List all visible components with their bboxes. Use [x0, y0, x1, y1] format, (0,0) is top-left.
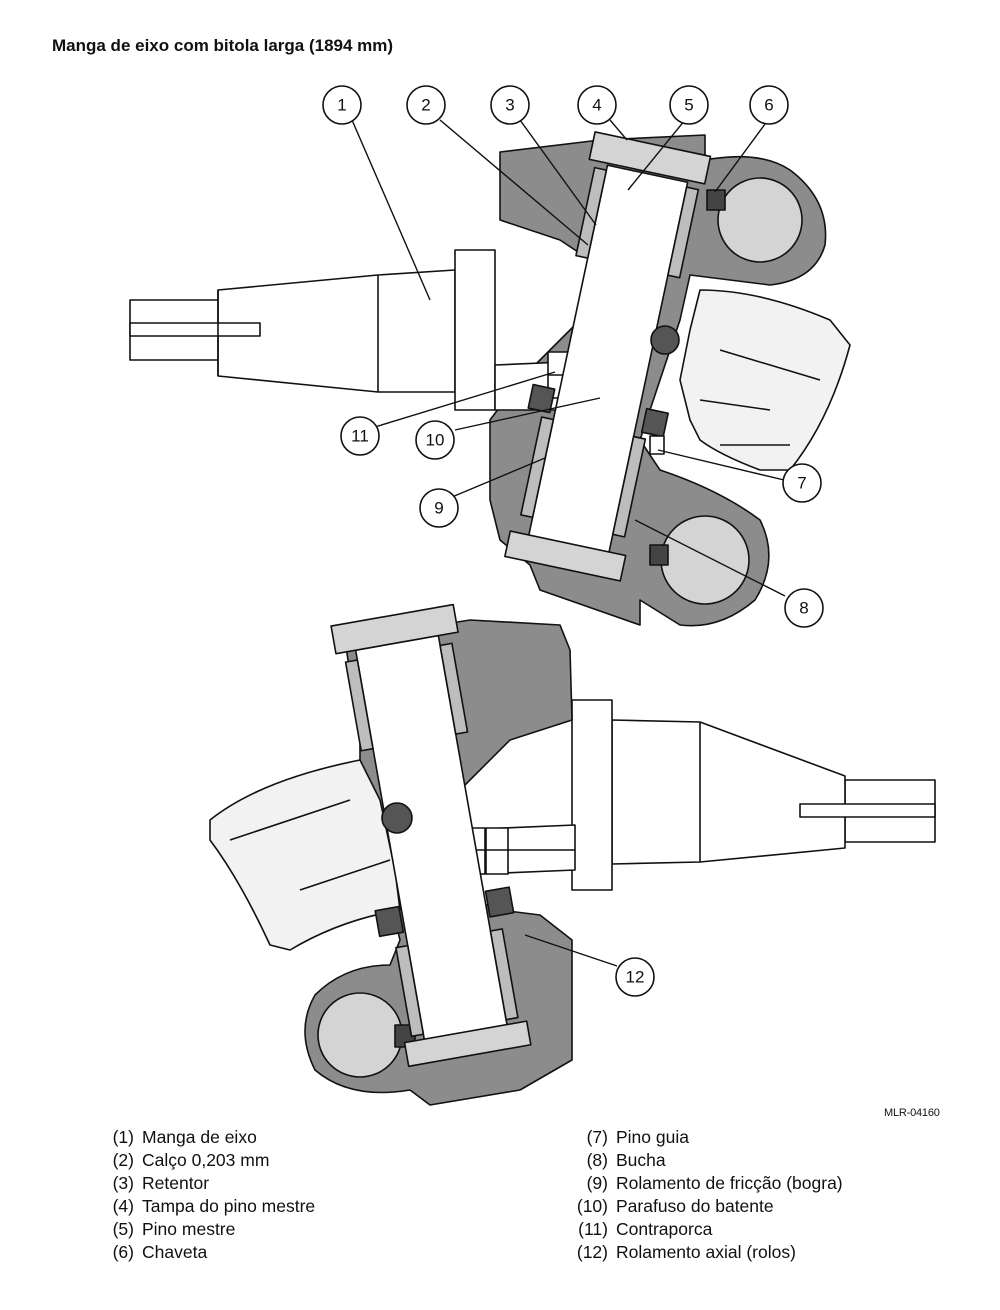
legend-item: (5) Pino mestre [96, 1218, 315, 1241]
callout-1: 1 [337, 96, 346, 115]
kingpin-upper [504, 131, 712, 582]
callout-circle-6 [749, 85, 789, 125]
legend-number: (8) [586, 1150, 608, 1170]
callout-9: 9 [434, 499, 443, 518]
lower-assembly [209, 603, 936, 1106]
steering-arm-upper [679, 289, 851, 471]
legend-right-column: (7) Pino guia (8) Bucha (9) Rolamento de fr… [566, 1126, 843, 1264]
legend-number: (11) [578, 1219, 608, 1239]
callout-7: 7 [797, 474, 806, 493]
callout-circles [322, 85, 824, 997]
legend-number: (1) [112, 1127, 134, 1147]
legend-number: (3) [112, 1173, 134, 1193]
callout-circle-3 [490, 85, 530, 125]
legend-number: (10) [576, 1196, 608, 1216]
legend-number: (6) [112, 1242, 134, 1262]
callout-11: 11 [351, 427, 369, 446]
legend-item: (2) Calço 0,203 mm [96, 1149, 315, 1172]
legend-number: (12) [576, 1242, 608, 1262]
legend-item: (3) Retentor [96, 1172, 315, 1195]
legend-item: (12) Rolamento axial (rolos) [566, 1241, 843, 1264]
legend-item: (11) Contraporca [566, 1218, 843, 1241]
legend-label: Chaveta [142, 1242, 208, 1262]
callout-10: 10 [426, 431, 445, 450]
legend-label: Manga de eixo [142, 1127, 257, 1147]
legend-label: Parafuso do batente [616, 1196, 774, 1216]
callout-circle-8 [784, 588, 824, 628]
callout-8: 8 [799, 599, 808, 618]
callout-circle-9 [419, 488, 459, 528]
legend-item: (8) Bucha [566, 1149, 843, 1172]
legend-number: (2) [112, 1150, 134, 1170]
callout-circle-10 [415, 420, 455, 460]
legend-number: (9) [586, 1173, 608, 1193]
callout-3: 3 [505, 96, 514, 115]
legend-label: Bucha [616, 1150, 666, 1170]
leader-lines [351, 119, 786, 967]
legend-label: Rolamento axial (rolos) [616, 1242, 796, 1262]
legend-label: Rolamento de fricção (bogra) [616, 1173, 843, 1193]
callout-circle-4 [577, 85, 617, 125]
kingpin-diagram: 1 2 3 4 5 6 7 8 9 10 11 12 [129, 85, 936, 1106]
legend-item: (4) Tampa do pino mestre [96, 1195, 316, 1218]
callout-circle-11 [340, 416, 380, 456]
callout-circle-12 [615, 957, 655, 997]
steering-arm-lower [209, 759, 401, 951]
legend-label: Calço 0,203 mm [142, 1150, 270, 1170]
legend-label: Retentor [142, 1173, 210, 1193]
callout-12: 12 [626, 968, 645, 987]
legend-left-column: (1) Manga de eixo (2) Calço 0,203 mm (3) Re… [96, 1126, 316, 1264]
legend-label: Pino mestre [142, 1219, 236, 1239]
upper-assembly [129, 131, 851, 627]
callout-circle-1 [322, 85, 362, 125]
legend-number: (4) [112, 1196, 134, 1216]
legend-item: (6) Chaveta [96, 1241, 315, 1264]
callout-circle-5 [669, 85, 709, 125]
callout-5: 5 [684, 96, 693, 115]
legend-label: Contraporca [616, 1219, 713, 1239]
legend-label: Tampa do pino mestre [142, 1196, 316, 1216]
axle-spindle-upper [129, 249, 496, 411]
callout-6: 6 [764, 96, 773, 115]
legend-number: (5) [112, 1219, 134, 1239]
axle-spindle-lower [571, 699, 936, 891]
callout-circle-7 [782, 463, 822, 503]
legend-item: (9) Rolamento de fricção (bogra) [566, 1172, 843, 1195]
figure-code: MLR-04160 [884, 1107, 940, 1119]
legend-item: (7) Pino guia [566, 1126, 843, 1149]
legend-label: Pino guia [616, 1127, 689, 1147]
callout-circle-2 [406, 85, 446, 125]
callout-2: 2 [421, 96, 430, 115]
callout-4: 4 [592, 96, 601, 115]
figure-title: Manga de eixo com bitola larga (1894 mm) [52, 36, 394, 55]
legend-item: (1) Manga de eixo [96, 1126, 315, 1149]
legend-item: (10) Parafuso do batente [566, 1195, 843, 1218]
legend-number: (7) [586, 1127, 608, 1147]
kingpin-lower [330, 603, 532, 1068]
